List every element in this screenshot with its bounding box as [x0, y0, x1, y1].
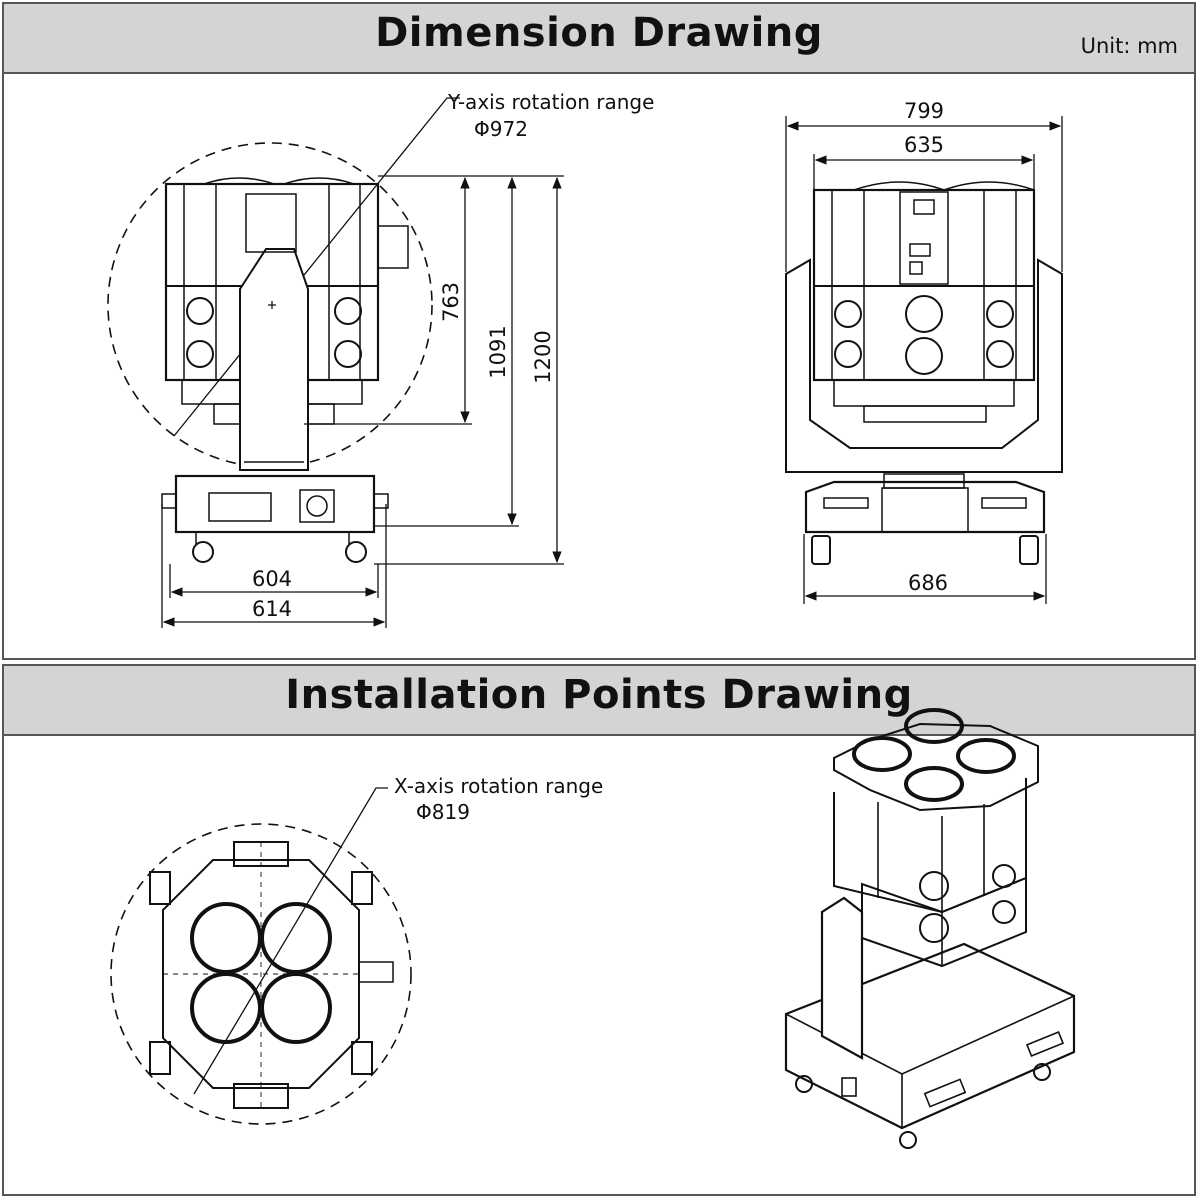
dimension-drawing-header: Dimension Drawing Unit: mm	[4, 4, 1194, 74]
dim-635-label: 635	[904, 133, 944, 157]
installation-drawing-header: Installation Points Drawing	[4, 666, 1194, 736]
isometric-view-drawing	[784, 708, 1076, 1149]
front-view-dimensions	[785, 116, 1063, 604]
dimension-drawing-panel: Dimension Drawing Unit: mm	[2, 2, 1196, 660]
x-axis-rotation-circle	[110, 823, 412, 1125]
installation-drawing-svg: X-axis rotation range Φ819	[110, 708, 1076, 1149]
y-axis-rotation-circle	[107, 142, 433, 468]
dim-686-label: 686	[908, 571, 948, 595]
dim-1200-label: 1200	[531, 330, 555, 383]
front-view-drawing	[785, 181, 1063, 565]
side-view-dimensions	[161, 175, 564, 628]
installation-drawing-title: Installation Points Drawing	[285, 672, 913, 718]
dim-1091-label: 1091	[486, 325, 510, 378]
x-axis-rotation-value: Φ819	[416, 800, 470, 824]
dim-604-label: 604	[252, 567, 292, 591]
x-axis-leader-line	[193, 787, 388, 1095]
y-axis-leader-line	[173, 97, 460, 437]
dim-763-label: 763	[439, 282, 463, 322]
dimension-drawing-svg: Y-axis rotation range Φ972 763 1091 1200…	[107, 90, 1063, 628]
dimension-drawing-title: Dimension Drawing	[375, 10, 823, 56]
x-axis-rotation-label: X-axis rotation range	[394, 774, 603, 798]
dim-799-label: 799	[904, 99, 944, 123]
top-view-drawing	[110, 787, 412, 1125]
dim-614-label: 614	[252, 597, 292, 621]
y-axis-rotation-value: Φ972	[474, 117, 528, 141]
y-axis-rotation-label: Y-axis rotation range	[447, 90, 654, 114]
installation-drawing-panel: Installation Points Drawing	[2, 664, 1196, 1196]
side-view-drawing	[107, 97, 460, 563]
unit-label: Unit: mm	[1080, 34, 1178, 58]
